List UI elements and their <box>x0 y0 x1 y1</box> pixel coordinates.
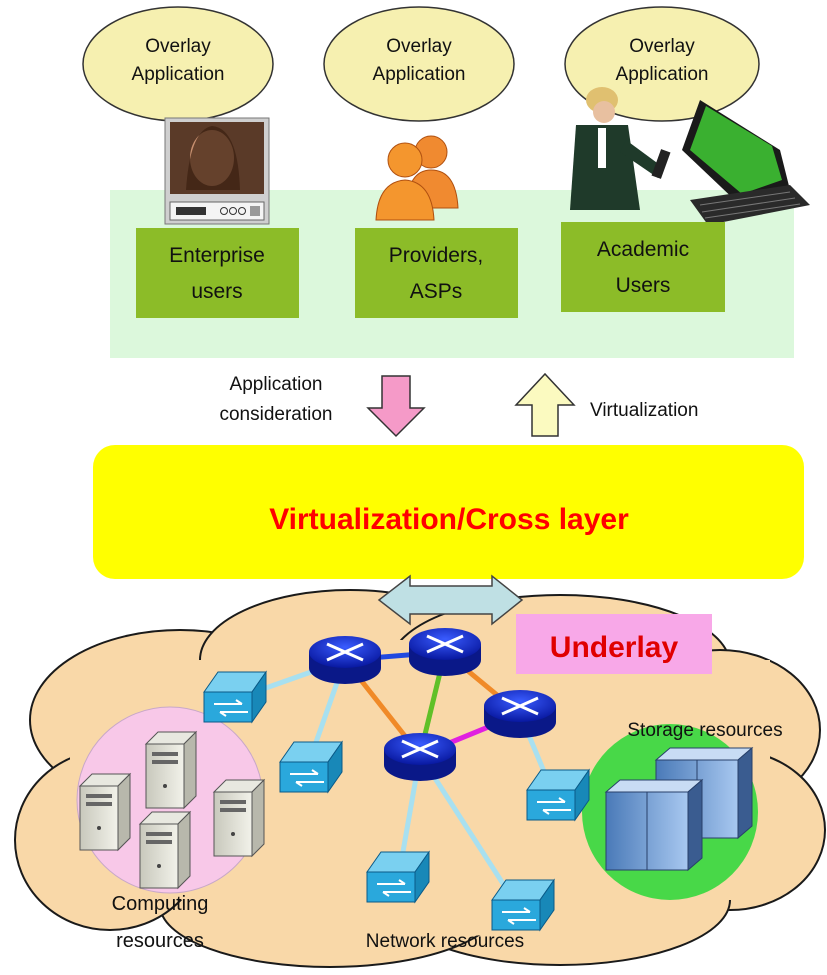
people-icon <box>375 135 459 221</box>
switch-icon <box>279 740 343 794</box>
user-group-providers-line1: Providers, <box>389 244 484 267</box>
user-group-providers-line2: ASPs <box>410 280 463 303</box>
switch-icon <box>526 768 590 822</box>
overlay-app-2: Overlay Application <box>323 6 515 122</box>
server-icon <box>78 772 132 852</box>
up-arrow-icon <box>514 372 576 437</box>
user-group-enterprise: Enterprise users <box>136 228 299 318</box>
router-icon <box>484 690 556 738</box>
down-arrow-label-line2: consideration <box>219 404 332 425</box>
academic-user-icon <box>570 87 810 225</box>
router-icon <box>384 733 456 781</box>
overlay-app-1-line1: Overlay <box>145 36 211 57</box>
overlay-app-3-line1: Overlay <box>629 36 695 57</box>
overlay-app-2-line2: Application <box>373 64 466 85</box>
network-label: Network resources <box>366 931 524 952</box>
underlay-title: Underlay <box>550 631 679 664</box>
switch-icon <box>491 878 555 932</box>
server-icon <box>144 730 198 810</box>
up-arrow-label: Virtualization <box>590 400 698 421</box>
server-icon <box>212 778 266 858</box>
underlay-tag <box>516 614 712 674</box>
computing-label-line1: Computing <box>112 893 209 915</box>
switch-icon <box>366 850 430 904</box>
user-group-academic-line2: Users <box>616 274 671 297</box>
user-group-enterprise-line2: users <box>191 280 242 303</box>
storage-icon <box>604 778 704 872</box>
user-group-enterprise-line1: Enterprise <box>169 244 265 267</box>
cross-layer-box <box>93 445 804 579</box>
double-arrow-icon <box>377 574 524 626</box>
overlay-app-3-line2: Application <box>616 64 709 85</box>
server-icon <box>138 810 192 890</box>
video-terminal-icon <box>164 117 270 225</box>
user-group-academic-line1: Academic <box>597 238 689 261</box>
overlay-app-1: Overlay Application <box>82 6 274 122</box>
user-group-providers: Providers, ASPs <box>355 228 518 318</box>
overlay-app-1-line2: Application <box>132 64 225 85</box>
router-icon <box>309 636 381 684</box>
computing-label-line2: resources <box>116 930 204 952</box>
router-icon <box>409 628 481 676</box>
down-arrow-icon <box>366 375 426 438</box>
user-group-academic: Academic Users <box>561 222 725 312</box>
switch-icon <box>203 670 267 724</box>
down-arrow-label-line1: Application <box>230 374 323 395</box>
overlay-app-2-line1: Overlay <box>386 36 452 57</box>
storage-label: Storage resources <box>627 720 782 741</box>
cross-layer-title: Virtualization/Cross layer <box>269 503 629 536</box>
